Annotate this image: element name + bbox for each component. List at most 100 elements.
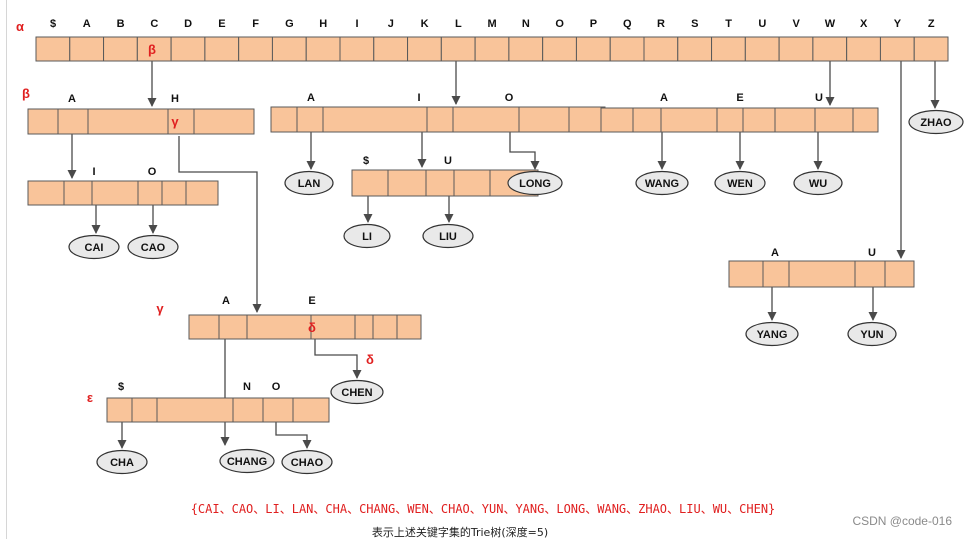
beta-a-node-cell-3 — [137, 180, 163, 206]
li-label-U: U — [444, 155, 452, 167]
root-node-cell-3 — [136, 36, 172, 62]
l-label-I: I — [417, 92, 420, 104]
w-node-cell-5 — [774, 107, 816, 133]
beta-h-pointer: γ — [171, 114, 179, 129]
root-node-cell-14 — [508, 36, 544, 62]
w-label-U: U — [815, 92, 823, 104]
li-node-cell-3 — [453, 169, 491, 197]
li-node-cell-0 — [351, 169, 389, 197]
leaf-long-text: LONG — [519, 178, 551, 190]
root-node-cell-23 — [812, 36, 848, 62]
leaf-cai-text: CAI — [85, 242, 104, 254]
root-label-I: I — [355, 18, 358, 30]
epsilon-label-dollar: $ — [118, 381, 124, 393]
y-node-cell-3 — [854, 260, 886, 288]
leaf-chao-ellipse — [281, 449, 333, 475]
li-node-cell-1 — [387, 169, 427, 197]
root-label-O: O — [555, 18, 564, 30]
edge-beta-h-to-gamma — [178, 136, 262, 313]
epsilon-label-N: N — [243, 381, 251, 393]
beta-a-node-cell-0 — [27, 180, 65, 206]
root-label-C: C — [150, 18, 158, 30]
leaf-li: LI — [343, 223, 391, 249]
gamma-node — [188, 314, 422, 340]
leaf-wu-ellipse — [793, 170, 843, 196]
diagram-description-caption: 表示上述关键字集的Trie树(深度=5) — [371, 526, 549, 539]
root-node-cell-18 — [643, 36, 679, 62]
leaf-chang-ellipse — [219, 448, 275, 474]
w-label-A: A — [660, 92, 668, 104]
root-label-F: F — [252, 18, 259, 30]
leaf-chang-text: CHANG — [227, 456, 267, 468]
leaf-cha: CHA — [96, 449, 148, 475]
root-label-B: B — [117, 18, 125, 30]
beta-node-cell-0 — [27, 108, 59, 135]
gamma-node-name: γ — [156, 301, 164, 316]
w-node-cell-3 — [716, 107, 744, 133]
root-node-cell-16 — [575, 36, 611, 62]
beta-node-cell-1 — [57, 108, 89, 135]
root-node-cell-12 — [440, 36, 476, 62]
y-label-A: A — [771, 247, 779, 259]
root-node-cell-13 — [474, 36, 510, 62]
root-label-N: N — [522, 18, 530, 30]
leaf-chen-ellipse — [330, 379, 384, 405]
y-node-cell-4 — [884, 260, 915, 288]
epsilon-node — [106, 397, 330, 423]
gamma-node-cell-5 — [372, 314, 398, 340]
leaf-long-ellipse — [507, 170, 563, 196]
leaf-wang: WANG — [635, 170, 689, 196]
root-label-H: H — [319, 18, 327, 30]
epsilon-node-cell-3 — [232, 397, 264, 423]
root-label-K: K — [421, 18, 429, 30]
root-node — [35, 36, 949, 62]
root-node-cell-5 — [204, 36, 240, 62]
root-label-R: R — [657, 18, 665, 30]
leaf-wen: WEN — [714, 170, 766, 196]
leaf-cao-ellipse — [127, 234, 179, 260]
beta-a-node-cell-5 — [185, 180, 219, 206]
gamma-node-cell-6 — [396, 314, 422, 340]
root-label-V: V — [792, 18, 800, 30]
nodes-layer — [27, 36, 949, 423]
beta-a-node — [27, 180, 219, 206]
root-node-cell-7 — [271, 36, 307, 62]
leaf-wen-text: WEN — [727, 178, 753, 190]
root-label-T: T — [725, 18, 732, 30]
root-node-cell-2 — [103, 36, 138, 62]
leaf-wang-ellipse — [635, 170, 689, 196]
gamma-label-E: E — [308, 295, 315, 307]
w-node-cell-7 — [852, 107, 879, 133]
epsilon-label-O: O — [272, 381, 281, 393]
l-node-cell-4 — [452, 106, 520, 133]
root-node-cell-15 — [542, 36, 577, 62]
root-node-cell-26 — [913, 36, 949, 62]
root-node-cell-10 — [373, 36, 409, 62]
beta-a-node-cell-2 — [91, 180, 139, 206]
root-c-pointer: β — [148, 42, 156, 57]
l-node — [270, 106, 606, 133]
root-label-D: D — [184, 18, 192, 30]
li-label-dollar: $ — [363, 155, 369, 167]
epsilon-node-cell-5 — [292, 397, 330, 423]
beta-node — [27, 108, 255, 135]
edge-l-o-to-long — [509, 120, 540, 170]
gamma-node-cell-1 — [218, 314, 248, 340]
leaf-chao: CHAO — [281, 449, 333, 475]
edge-gamma-e-to-chen — [314, 335, 362, 379]
w-label-E: E — [736, 92, 743, 104]
root-node-cell-4 — [170, 36, 206, 62]
y-node-cell-0 — [728, 260, 764, 288]
gamma-e-pointer: δ — [308, 320, 316, 335]
leaf-liu-text: LIU — [439, 231, 457, 243]
beta-a-node-cell-1 — [63, 180, 93, 206]
root-label-S: S — [691, 18, 698, 30]
leaf-liu: LIU — [422, 223, 474, 249]
edge-eps-o-to-chao — [275, 411, 312, 449]
l-label-O: O — [505, 92, 514, 104]
w-node-cell-1 — [632, 107, 662, 133]
epsilon-node-name: ε — [87, 390, 93, 405]
y-label-U: U — [868, 247, 876, 259]
